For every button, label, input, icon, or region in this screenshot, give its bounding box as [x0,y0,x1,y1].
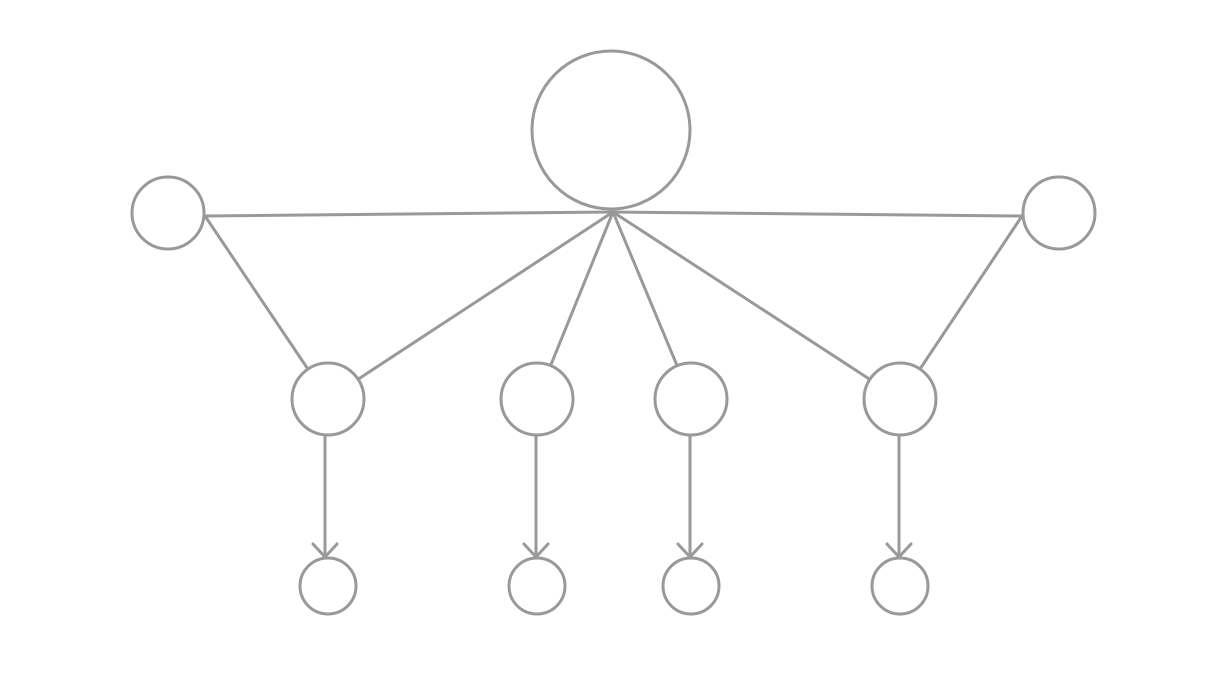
node-leaf-3 [661,556,721,616]
node-leaf-4 [870,556,930,616]
node-mid-3 [653,361,729,437]
node-leaf-1 [298,556,358,616]
node-side-right [1021,175,1097,251]
edges-layer [203,210,1024,560]
node-mid-2 [499,361,575,437]
node-leaf-2 [507,556,567,616]
node-mid-1 [290,361,366,437]
node-root [530,49,692,211]
edge-root-to-mid-3 [611,210,679,368]
edge-root-to-mid-1 [356,210,615,381]
edge-side-right-to-mid-4 [918,214,1024,371]
edge-root-to-mid-4 [611,210,872,381]
edge-root-to-side-right [611,210,1024,218]
node-side-left [130,175,206,251]
edge-root-to-mid-2 [549,210,615,368]
node-mid-4 [862,361,938,437]
edge-side-left-to-mid-1 [203,214,310,371]
nodes-layer [130,49,1097,616]
edge-root-to-side-left [203,210,615,218]
